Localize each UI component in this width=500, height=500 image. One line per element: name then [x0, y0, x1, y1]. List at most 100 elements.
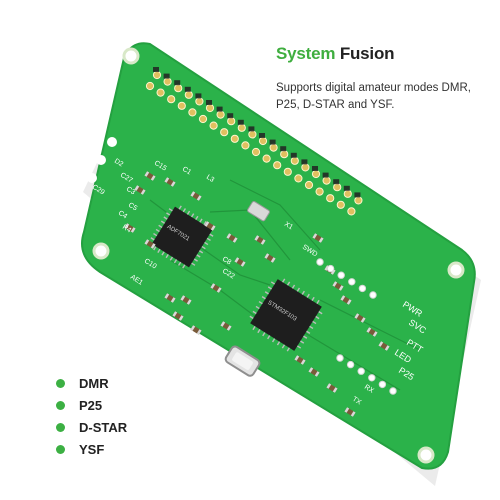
- gpio-pad: [167, 95, 176, 104]
- pad: [72, 169, 82, 179]
- crystal-x1: [247, 201, 270, 222]
- stm32-chip: STM32F103: [249, 278, 323, 352]
- smd-part: [308, 367, 320, 377]
- mounting-hole: [92, 242, 110, 260]
- description-line: Supports digital amateur modes DMR,: [276, 82, 471, 94]
- smd-end: [344, 407, 350, 413]
- header-pad: [316, 258, 324, 266]
- silk-tx: TX: [351, 396, 363, 407]
- title-word-fusion: Fusion: [339, 44, 395, 63]
- chip-pin: [257, 329, 261, 334]
- chip-pin: [169, 256, 174, 261]
- smd-part: [134, 185, 146, 195]
- smd-part: [210, 283, 222, 293]
- mode-label: YSF: [79, 441, 105, 457]
- chip-pin: [182, 208, 187, 213]
- header-pad: [357, 367, 365, 375]
- chip-pin: [262, 332, 266, 337]
- smd-part: [344, 407, 356, 417]
- gpio-pin-stub: [163, 73, 170, 79]
- gpio-pad: [273, 161, 282, 170]
- chip-pin: [196, 254, 201, 258]
- gpio-pad: [336, 200, 345, 209]
- smd-end: [226, 233, 232, 239]
- header-pad: [369, 291, 377, 299]
- smd-end: [300, 359, 306, 365]
- gpio-pad: [280, 150, 289, 159]
- chip-pin: [160, 220, 166, 224]
- mounting-hole: [447, 261, 465, 279]
- gpio-pad: [262, 154, 271, 163]
- gpio-pad: [174, 84, 183, 93]
- silk-p3: P3: [85, 124, 96, 135]
- silk-d2: D2: [113, 158, 124, 169]
- product-description: Supports digital amateur modes DMR, P25,…: [276, 80, 486, 114]
- smd-end: [144, 239, 150, 245]
- chip-pin: [190, 213, 195, 218]
- chip-pin: [300, 340, 305, 344]
- title-word-system: System: [276, 44, 336, 63]
- gpio-pad: [248, 130, 257, 139]
- chip-pin: [281, 344, 286, 349]
- smd-end: [210, 283, 216, 289]
- chip-pin: [286, 347, 290, 352]
- p3-connector: [72, 133, 117, 183]
- header-pad: [326, 264, 335, 273]
- smd-end: [330, 269, 336, 275]
- smd-end: [346, 299, 352, 305]
- smd-part: [164, 177, 176, 187]
- chip-pin: [199, 218, 203, 223]
- chip-pin: [296, 287, 301, 292]
- mode-item-p25: P25: [56, 394, 127, 416]
- gpio-pin-stub: [248, 126, 255, 132]
- gpio-pad: [230, 134, 239, 143]
- gpio-pad: [163, 77, 172, 86]
- chip-pin: [296, 345, 302, 349]
- chip-body: [151, 206, 213, 268]
- gpio-pin-stub: [259, 133, 265, 138]
- smd-end: [314, 371, 320, 377]
- gpio-pin-stub: [153, 67, 159, 72]
- smd-part: [204, 221, 216, 231]
- chip-pin: [165, 253, 169, 259]
- smd-end: [180, 295, 186, 301]
- smd-components: [124, 171, 390, 417]
- chip-pin: [270, 281, 276, 285]
- chip-pin: [261, 296, 266, 300]
- smd-end: [134, 185, 140, 191]
- smd-end: [264, 253, 270, 259]
- smd-end: [164, 293, 170, 299]
- gpio-pad: [205, 103, 215, 113]
- gpio-pad: [251, 147, 261, 157]
- mode-item-dstar: D-STAR: [56, 416, 127, 438]
- chip-pin: [168, 208, 173, 212]
- pad: [81, 151, 91, 161]
- bullet-dot-icon: [56, 444, 65, 454]
- smd-part: [378, 341, 390, 351]
- smd-end: [366, 327, 372, 333]
- gpio-pad: [347, 207, 356, 216]
- pad: [91, 133, 101, 143]
- smd-part: [254, 235, 266, 245]
- header-pad: [337, 271, 345, 279]
- smd-end: [190, 191, 196, 197]
- mode-label: D-STAR: [79, 419, 128, 435]
- smd-part: [326, 383, 338, 393]
- chip-pin: [306, 293, 310, 298]
- mode-label: P25: [79, 397, 103, 413]
- smd-part: [264, 253, 276, 263]
- gpio-pad: [184, 90, 193, 99]
- mode-item-ysf: YSF: [56, 438, 127, 460]
- chip-pin: [204, 241, 209, 246]
- chip-pin: [301, 290, 305, 295]
- smd-end: [318, 237, 324, 243]
- smd-end: [144, 171, 150, 177]
- smd-end: [326, 383, 332, 389]
- smd-part: [190, 325, 202, 335]
- smd-part: [124, 223, 136, 233]
- smd-end: [170, 297, 176, 303]
- smd-end: [338, 285, 344, 291]
- smd-end: [150, 243, 156, 249]
- silk-c8: C8: [221, 256, 232, 267]
